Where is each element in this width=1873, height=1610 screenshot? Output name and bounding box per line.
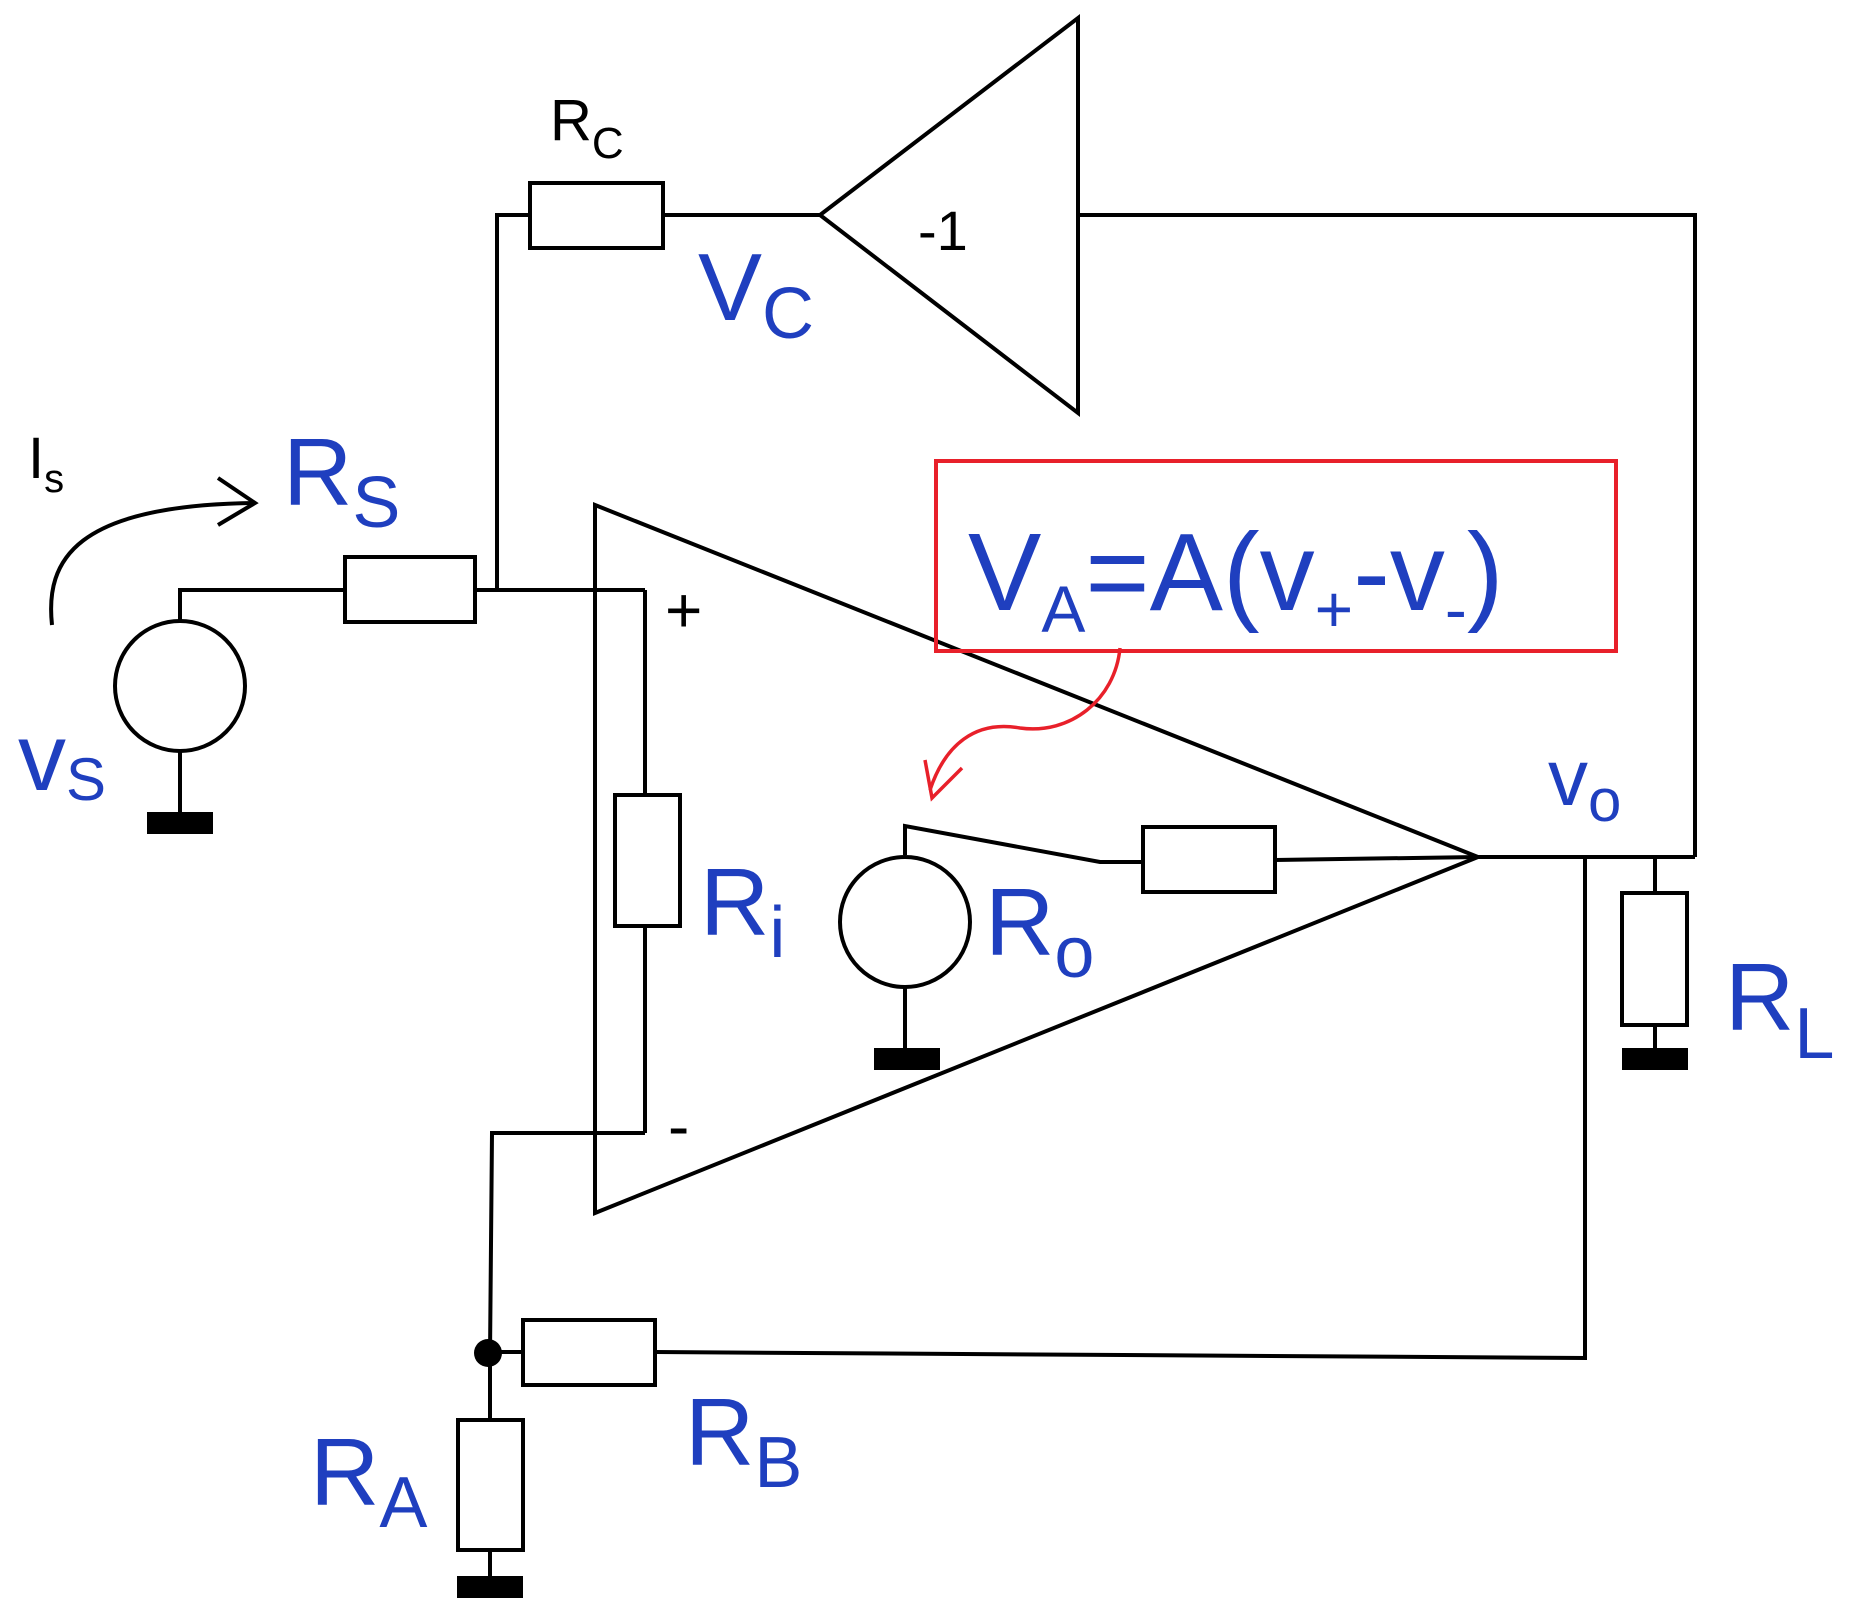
label-rb-sub: B bbox=[754, 1423, 802, 1503]
label-rc-main: R bbox=[550, 88, 592, 153]
label-rs: RS bbox=[283, 419, 400, 543]
label-rc-sub: C bbox=[592, 119, 624, 168]
equation-text: VA=A(v+-v-) bbox=[968, 511, 1503, 646]
resistor-rc bbox=[528, 181, 665, 250]
label-ri: Ri bbox=[700, 849, 785, 973]
resistor-ro bbox=[1141, 825, 1277, 894]
wires bbox=[178, 213, 1697, 1578]
source-internal-va bbox=[838, 855, 972, 989]
label-rb: RB bbox=[685, 1379, 802, 1503]
label-ro-sub: o bbox=[1054, 913, 1094, 993]
label-ra: RA bbox=[310, 1419, 427, 1543]
wire-rb-to-output bbox=[654, 857, 1587, 1361]
label-vs-main: v bbox=[18, 704, 66, 811]
label-rs-sub: S bbox=[352, 463, 400, 543]
equation-part-minus: -v bbox=[1353, 511, 1445, 634]
resistor-ri bbox=[613, 793, 682, 928]
label-rs-main: R bbox=[283, 419, 352, 526]
equation-box bbox=[934, 459, 1618, 653]
label-ro: Ro bbox=[985, 869, 1094, 993]
ground-ra bbox=[457, 1576, 523, 1598]
wire-node-to-rc bbox=[495, 213, 530, 590]
wire-buffer-to-output bbox=[1078, 213, 1697, 857]
label-vo-main: v bbox=[1548, 733, 1588, 822]
label-ro-main: R bbox=[985, 869, 1054, 976]
label-ra-main: R bbox=[310, 1419, 379, 1526]
main-opamp-triangle bbox=[593, 502, 1484, 1216]
resistor-rl bbox=[1620, 891, 1689, 1027]
inverting-buffer-triangle bbox=[816, 13, 1080, 418]
label-minus-input: - bbox=[668, 1090, 689, 1162]
label-is: Is bbox=[28, 426, 64, 501]
label-ra-sub: A bbox=[379, 1463, 427, 1543]
wire-ro-to-output bbox=[1274, 855, 1479, 862]
current-arrow-is-head bbox=[216, 476, 259, 527]
wire-internal-source-to-ro bbox=[903, 823, 1143, 864]
equation-arrow bbox=[928, 647, 1122, 791]
equation-sub-a: A bbox=[1041, 572, 1085, 646]
resistor-rs bbox=[343, 555, 477, 624]
label-vc-main: V bbox=[698, 234, 762, 341]
label-is-main: I bbox=[28, 426, 44, 491]
label-vs: vS bbox=[18, 704, 106, 813]
label-vo: vo bbox=[1548, 733, 1621, 834]
label-rb-main: R bbox=[685, 1379, 754, 1486]
source-vs bbox=[113, 619, 247, 753]
junction-dot bbox=[474, 1339, 502, 1367]
equation-arrow-head bbox=[923, 759, 964, 802]
ground-vs bbox=[147, 812, 213, 834]
label-rc: RC bbox=[550, 88, 624, 168]
equation-part-eq: =A(v bbox=[1085, 511, 1314, 634]
label-rl-sub: L bbox=[1794, 994, 1834, 1074]
label-ri-main: R bbox=[700, 849, 769, 956]
label-vc-sub: C bbox=[762, 274, 814, 354]
equation-part-va: V bbox=[968, 511, 1041, 634]
ground-rl bbox=[1622, 1048, 1688, 1070]
label-is-sub: s bbox=[44, 457, 64, 501]
label-vo-sub: o bbox=[1588, 767, 1621, 834]
ground-internal bbox=[874, 1048, 940, 1070]
label-plus-input: + bbox=[665, 574, 702, 646]
label-ri-sub: i bbox=[769, 893, 785, 973]
resistor-rb bbox=[521, 1318, 657, 1387]
buffer-gain-label: -1 bbox=[918, 199, 968, 262]
equation-sub-plus: + bbox=[1315, 572, 1354, 646]
current-arrow-is bbox=[49, 501, 256, 626]
label-vs-sub: S bbox=[66, 746, 106, 813]
label-rl: RL bbox=[1725, 944, 1834, 1074]
label-vc: VC bbox=[698, 234, 814, 354]
label-rl-main: R bbox=[1725, 944, 1794, 1051]
equation-part-close: ) bbox=[1467, 511, 1504, 634]
resistor-ra bbox=[456, 1418, 525, 1552]
equation-sub-minus: - bbox=[1445, 572, 1467, 646]
